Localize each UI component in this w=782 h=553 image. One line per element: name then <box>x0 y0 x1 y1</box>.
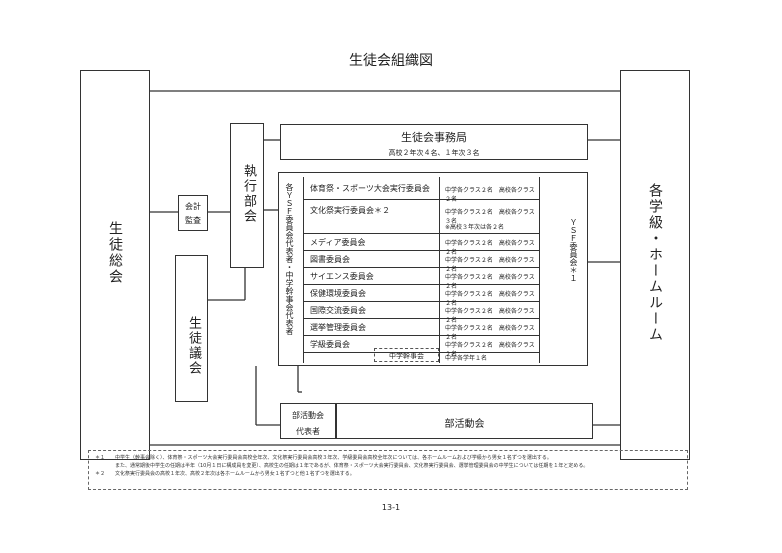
committee-members: 中学各クラス２名 高校各クラス２名 <box>445 291 535 307</box>
committee-table: 体育祭・スポーツ大会実行委員会 中学各クラス２名 高校各クラス２名 文化祭実行委… <box>303 177 540 363</box>
committee-name: メディア委員会 <box>310 238 366 247</box>
committee-row: 国際交流委員会 中学各クラス２名 高校各クラス２名 <box>304 301 539 324</box>
homeroom-box: 各学級・ホームルーム <box>620 70 690 460</box>
committee-members: 中学各クラス２名 高校各クラス２名 <box>445 274 535 290</box>
committee-row: サイエンス委員会 中学各クラス２名 高校各クラス２名 <box>304 267 539 290</box>
audit-label-2: 監査 <box>185 216 201 225</box>
footnote: ＊２ 文化祭実行委員会の高校１年次、高校２年次は各ホームルームから男女１名ずつと… <box>95 470 681 478</box>
committee-members: 中学各クラス２名 高校各クラス２名 <box>445 325 535 341</box>
executive-box: 執行部会 <box>230 123 264 268</box>
club-council-box: 部活動会 <box>336 403 593 439</box>
page-title: 生徒会組織図 <box>349 53 433 69</box>
committee-name: 選挙管理委員会 <box>310 323 366 332</box>
audit-label-1: 会計 <box>185 202 201 211</box>
ysf-committee-label: ＹＳＦ委員会＊１ <box>569 218 578 282</box>
committee-table-divider <box>439 177 440 363</box>
committee-members: 中学各クラス２名 高校各クラス２名 <box>445 187 535 203</box>
footnote-mark: ＊１ <box>95 455 106 461</box>
club-reps-label-2: 代表者 <box>296 427 320 436</box>
council-label: 生徒議会 <box>186 316 201 376</box>
committee-members: 中学各クラス２名 高校各クラス２名 <box>445 240 535 256</box>
ysf-representatives-label: 各ＹＳＦ委員会代表者・中学幹事会代表者 <box>285 183 294 335</box>
committee-note: ※高校３年次は各２名 <box>445 224 505 231</box>
general-assembly-box: 生徒総会 <box>80 70 150 460</box>
footnote: また、通常期後中学生の任期は半年（10月１日に構成員を変更）、高校生の任期は１年… <box>95 462 681 470</box>
committee-name: 保健環境委員会 <box>310 289 366 298</box>
footnotes-box: ＊１ 中学生（幹事会除く）、体育祭・スポーツ大会実行委員会高校全年次、文化祭実行… <box>88 450 688 490</box>
junior-board-members: 中学各学年１名 <box>445 355 488 362</box>
executive-label: 執行部会 <box>241 164 256 224</box>
footnote-mark: ＊２ <box>95 471 106 477</box>
committee-row: 図書委員会 中学各クラス２名 高校各クラス２名 <box>304 250 539 273</box>
committee-row: 保健環境委員会 中学各クラス２名 高校各クラス２名 <box>304 284 539 307</box>
committee-row: 選挙管理委員会 中学各クラス２名 高校各クラス２名 <box>304 318 539 341</box>
committee-name: 国際交流委員会 <box>310 306 366 315</box>
committee-members: 中学各クラス２名 高校各クラス２名 <box>445 308 535 324</box>
committee-row: 体育祭・スポーツ大会実行委員会 中学各クラス２名 高校各クラス２名 <box>304 177 539 203</box>
office-box: 生徒会事務局 高校２年次４名、１年次３名 <box>280 124 588 160</box>
club-council-label: 部活動会 <box>444 419 485 430</box>
footnote-text: 文化祭実行委員会の高校１年次、高校２年次は各ホームルームから男女１名ずつと他１名… <box>115 471 355 477</box>
committee-row: 学級委員会 中学各クラス２名 高校各クラス２名 <box>304 335 539 358</box>
committee-members: 中学各クラス２名 高校各クラス２名 <box>445 342 535 358</box>
committee-name: 体育祭・スポーツ大会実行委員会 <box>310 184 430 193</box>
committee-name: サイエンス委員会 <box>310 272 374 281</box>
club-reps-label-1: 部活動会 <box>292 411 324 420</box>
page-number: 13-1 <box>381 503 401 512</box>
junior-board-name: 中学幹事会 <box>389 352 424 360</box>
junior-board-row: 中学幹事会 中学各学年１名 <box>304 348 539 363</box>
office-name: 生徒会事務局 <box>401 131 467 144</box>
footnote-text: また、通常期後中学生の任期は半年（10月１日に構成員を変更）、高校生の任期は１年… <box>115 463 589 469</box>
committee-members: 中学各クラス２名 高校各クラス２名 <box>445 257 535 273</box>
council-box: 生徒議会 <box>175 255 208 402</box>
footnote-text: 中学生（幹事会除く）、体育祭・スポーツ大会実行委員会高校全年次、文化祭実行委員会… <box>115 455 552 461</box>
committee-name: 学級委員会 <box>310 340 350 349</box>
audit-box: 会計 監査 <box>178 195 208 231</box>
committee-row: 文化祭実行委員会＊２ 中学各クラス２名 高校各クラス３名 ※高校３年次は各２名 <box>304 199 539 234</box>
junior-board-box: 中学幹事会 <box>374 348 439 362</box>
committee-members: 中学各クラス２名 高校各クラス３名 <box>445 209 535 225</box>
club-representatives-box: 部活動会 代表者 <box>280 403 336 439</box>
office-members: 高校２年次４名、１年次３名 <box>388 149 480 157</box>
general-assembly-label: 生徒総会 <box>107 221 123 285</box>
committee-row: メディア委員会 中学各クラス２名 高校各クラス２名 <box>304 233 539 256</box>
footnote: ＊１ 中学生（幹事会除く）、体育祭・スポーツ大会実行委員会高校全年次、文化祭実行… <box>95 454 681 462</box>
committee-container: 各ＹＳＦ委員会代表者・中学幹事会代表者 体育祭・スポーツ大会実行委員会 中学各ク… <box>278 172 588 366</box>
committee-name: 図書委員会 <box>310 255 350 264</box>
committee-name: 文化祭実行委員会＊２ <box>310 206 390 215</box>
homeroom-label: 各学級・ホームルーム <box>647 183 663 343</box>
